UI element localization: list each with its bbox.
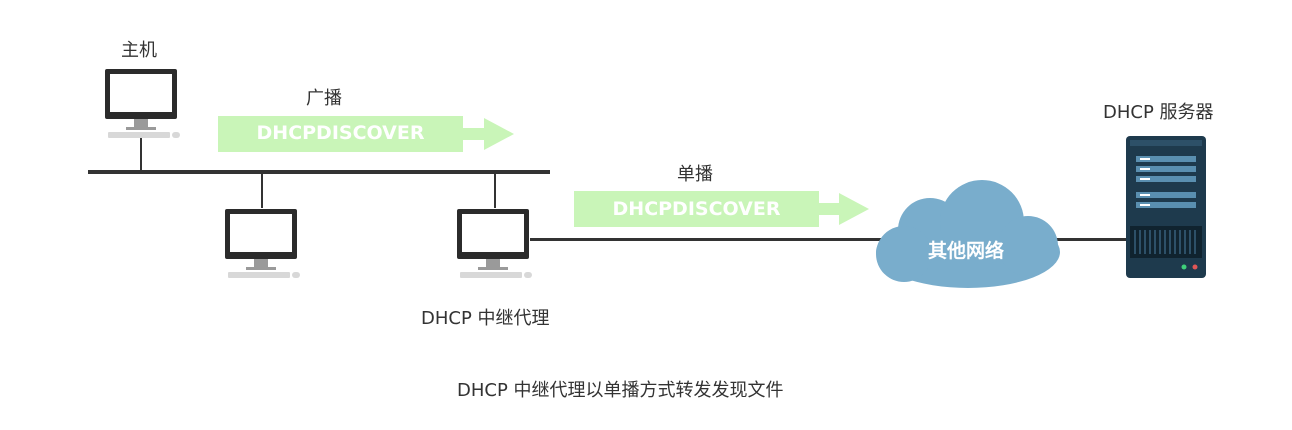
relay-to-network-line (530, 238, 890, 241)
host-label: 主机 (121, 40, 157, 61)
dhcp-server-label: DHCP 服务器 (1103, 102, 1214, 123)
server-rack-icon (1126, 136, 1206, 278)
cloud-icon (876, 180, 1060, 288)
lan-bus-line (88, 170, 550, 174)
host-computer-icon (105, 69, 180, 138)
relay-agent-computer-icon (457, 209, 532, 278)
broadcast-message-text: DHCPDISCOVER (256, 122, 425, 144)
relay-agent-label: DHCP 中继代理 (421, 308, 550, 329)
other-network-label: 其他网络 (928, 240, 1005, 262)
host-connector (140, 136, 142, 172)
broadcast-label: 广播 (306, 88, 342, 109)
pc2-connector (261, 172, 263, 208)
broadcast-arrow-icon (218, 116, 514, 152)
network-to-server-line (1050, 238, 1130, 241)
unicast-arrow-icon (574, 191, 869, 227)
unicast-message-text: DHCPDISCOVER (612, 198, 781, 220)
relay-connector (494, 172, 496, 208)
diagram-caption: DHCP 中继代理以单播方式转发发现文件 (457, 380, 784, 401)
unicast-label: 单播 (677, 164, 713, 185)
lan-computer-icon (225, 209, 300, 278)
